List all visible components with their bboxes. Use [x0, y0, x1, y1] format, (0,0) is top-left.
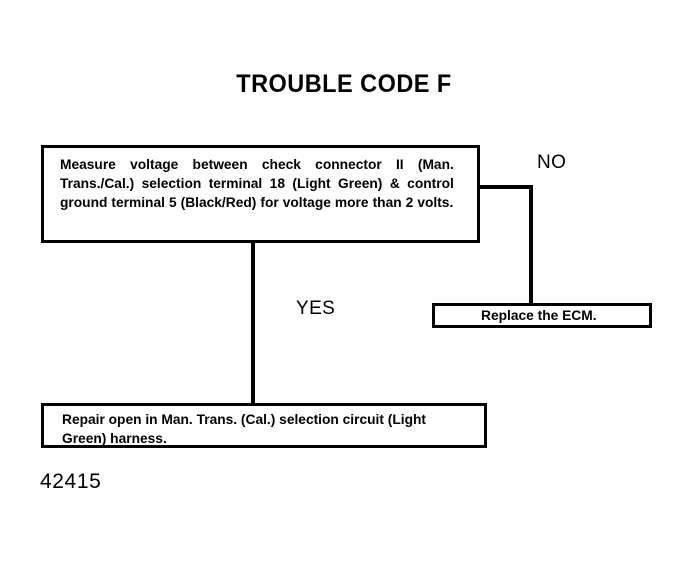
- flowchart-node-repair-open: Repair open in Man. Trans. (Cal.) select…: [41, 403, 487, 448]
- branch-label-no: NO: [537, 152, 567, 173]
- connector-no-vertical: [529, 185, 533, 305]
- connector-yes-vertical: [251, 241, 255, 405]
- connector-no-horizontal: [477, 185, 533, 189]
- branch-label-yes: YES: [296, 298, 336, 319]
- node-repair-open-text: Repair open in Man. Trans. (Cal.) select…: [62, 412, 426, 447]
- node-measure-text: Measure voltage between check connector …: [60, 157, 454, 211]
- page-title: TROUBLE CODE F: [236, 70, 452, 98]
- flowchart-node-replace-ecm: Replace the ECM.: [432, 303, 652, 328]
- figure-number: 42415: [40, 470, 102, 493]
- flowchart-node-measure-voltage: Measure voltage between check connector …: [41, 145, 480, 243]
- node-replace-ecm-text: Replace the ECM.: [481, 308, 597, 324]
